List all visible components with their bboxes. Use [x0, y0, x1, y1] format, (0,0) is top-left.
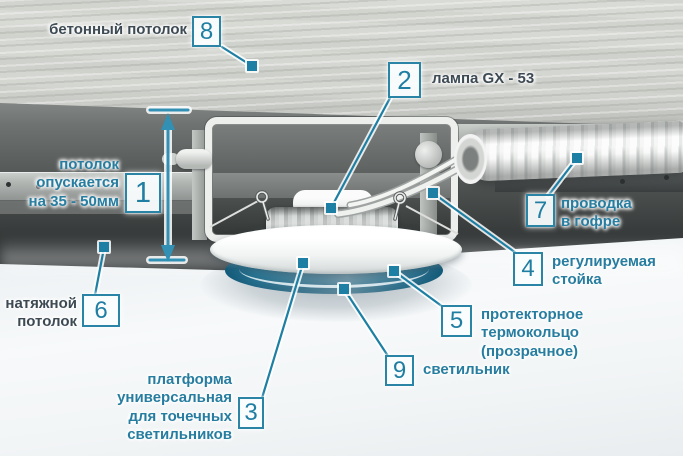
stand-adjuster-knob-left: [176, 149, 212, 169]
label-wiring-in-tube: проводка в гофре: [561, 195, 632, 231]
screw-dot: [6, 182, 11, 187]
thermal-ring-edge: [239, 250, 429, 288]
screw-dot: [620, 179, 625, 184]
label-stretch-ceiling: натяжной потолок: [5, 295, 77, 331]
label-lamp-gx53: лампа GX - 53: [432, 70, 535, 87]
annotation-box-5: 5: [441, 305, 472, 337]
annotation-box-1: 1: [125, 173, 161, 213]
mounting-profile-left: [0, 172, 212, 200]
annotation-box-9: 9: [385, 355, 414, 386]
annotation-box-2: 2: [388, 62, 421, 98]
stand-adjuster-knob-right: [415, 141, 442, 168]
platform-disk: [210, 225, 462, 274]
corrugated-tube: [461, 120, 683, 182]
label-light-fixture: светильник: [423, 361, 510, 378]
label-thermal-ring: протекторное термокольцо (прозрачное): [481, 306, 584, 360]
annotation-box-8: 8: [192, 16, 221, 47]
annotation-box-7: 7: [526, 194, 555, 227]
label-ceiling-drop: потолок опускается на 35 - 50мм: [28, 156, 119, 210]
annotation-box-6: 6: [82, 294, 120, 327]
annotation-box-3: 3: [238, 397, 264, 429]
annotation-box-4: 4: [513, 252, 543, 286]
screw-dot: [664, 175, 669, 180]
label-universal-platform: платформа универсальная для точечных све…: [117, 371, 232, 443]
label-adjustable-stand: регулируемая стойка: [552, 253, 656, 289]
label-concrete-ceiling: бетонный потолок: [49, 21, 187, 38]
corrugated-tube-opening: [454, 134, 487, 184]
screw-dot: [36, 184, 41, 189]
